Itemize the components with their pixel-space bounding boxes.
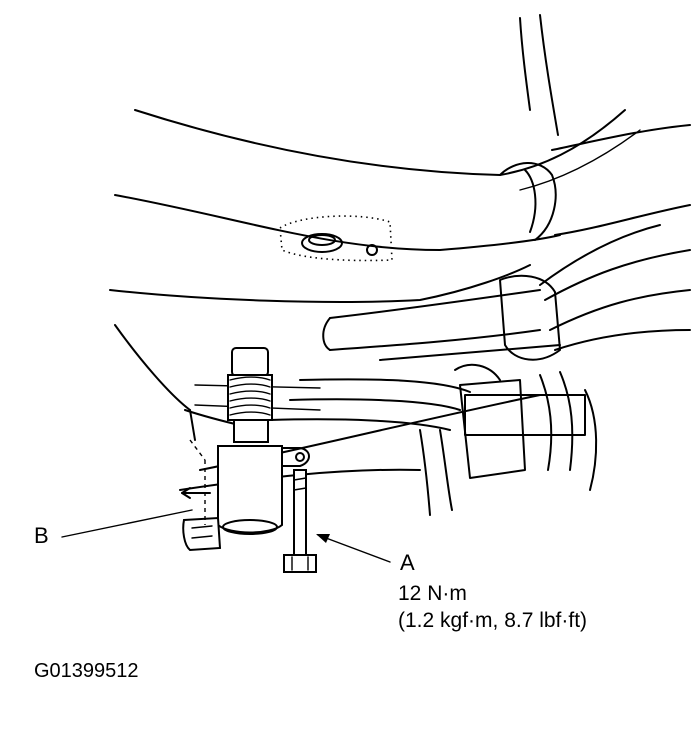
leader-line-a xyxy=(317,534,391,563)
bracket-outline xyxy=(114,324,321,441)
mounting-bolt xyxy=(283,469,317,573)
mounting-port xyxy=(279,215,393,262)
engine-housing-outline xyxy=(109,14,641,303)
alignment-guides xyxy=(181,439,211,525)
figure-id: G01399512 xyxy=(34,660,139,682)
coolant-pipe xyxy=(499,124,691,241)
callout-label-b: B xyxy=(34,523,49,548)
oil-control-solenoid xyxy=(182,347,310,552)
torque-spec-conversions: (1.2 kgf·m, 8.7 lbf·ft) xyxy=(398,609,587,632)
leader-line-b xyxy=(61,509,193,538)
callout-label-a: A xyxy=(400,550,415,575)
torque-spec-metric: 12 N·m xyxy=(398,582,467,605)
arrowhead-a xyxy=(316,534,330,543)
